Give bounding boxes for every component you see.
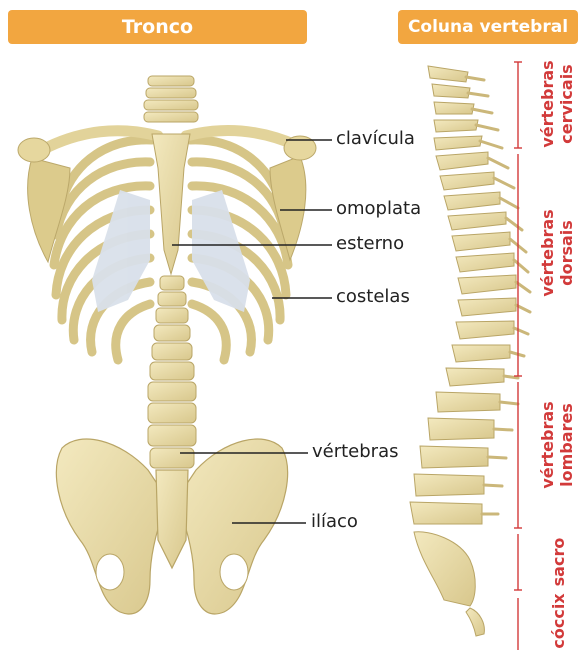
clavicle-label: clavícula (336, 128, 415, 149)
ilium-label: ilíaco (311, 511, 358, 532)
lumbar-region-label: vértebras lombares (538, 390, 576, 500)
trunk-skeleton (18, 76, 316, 614)
sacrum-label: sacro (549, 532, 568, 592)
cervical-region-label: vértebras cervicais (538, 54, 576, 154)
ribs-label: costelas (336, 286, 410, 307)
neck-vertebrae (144, 76, 198, 122)
dorsal-region-label: vértebras dorsais (538, 188, 576, 318)
spine-side-view (410, 66, 516, 636)
scapula-label: omoplata (336, 198, 421, 219)
vertebrae-label: vértebras (312, 441, 399, 462)
coccyx-label: cóccix (549, 590, 568, 652)
sternum-label: esterno (336, 233, 404, 254)
sternum (152, 134, 190, 274)
